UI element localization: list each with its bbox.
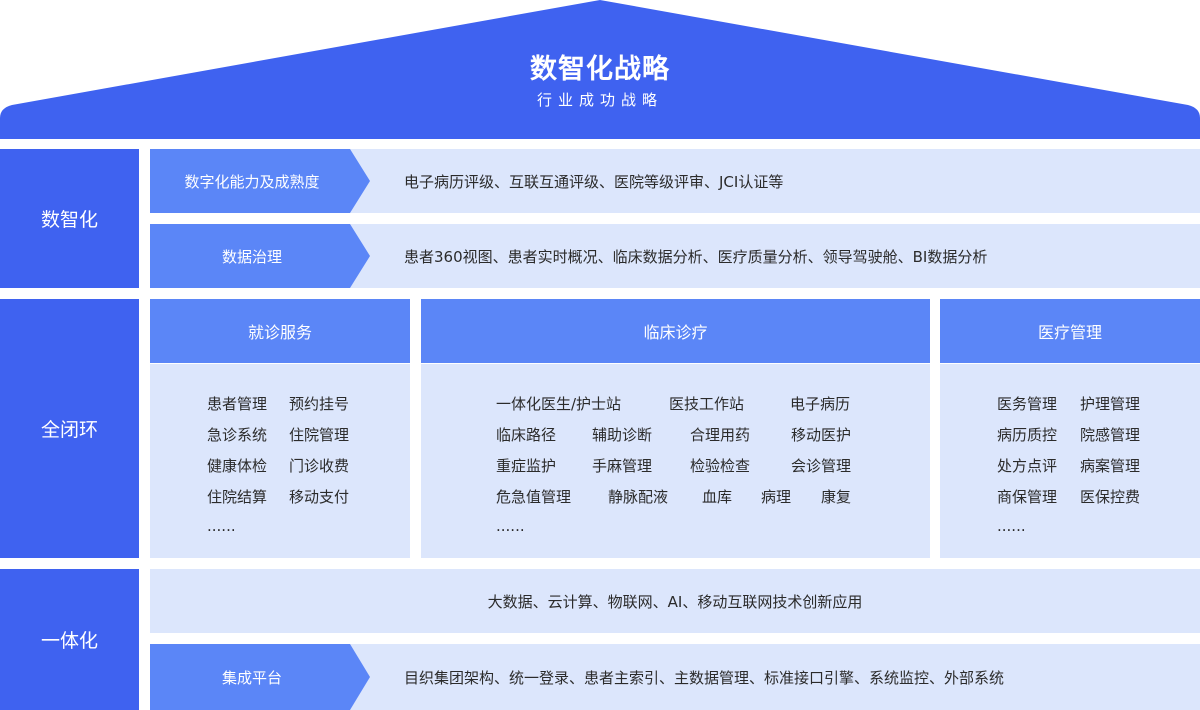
- column-header-medical-management: 医疗管理: [940, 299, 1200, 363]
- row-label-closed-loop: 全闭环: [0, 299, 139, 558]
- list-item-more: ......: [496, 517, 525, 535]
- list-item: 重症监护: [496, 457, 557, 475]
- strategy-subtitle: 行业成功战略: [536, 91, 663, 109]
- list-item: 静脉配液: [608, 488, 669, 506]
- list-item: 病历质控: [997, 426, 1058, 444]
- list-item: 住院结算: [207, 488, 268, 506]
- row-label-digital: 数智化: [0, 149, 139, 288]
- governance-text: 患者360视图、患者实时概况、临床数据分析、医疗质量分析、领导驾驶舱、BI数据分…: [404, 247, 988, 266]
- list-item: 医务管理: [997, 395, 1058, 413]
- list-item: 医技工作站: [669, 395, 745, 413]
- list-item: 院感管理: [1080, 426, 1141, 444]
- column-header-clinical: 临床诊疗: [421, 299, 930, 363]
- list-item: 手麻管理: [592, 457, 653, 475]
- maturity-text: 电子病历评级、互联互通评级、医院等级评审、JCI认证等: [404, 172, 784, 191]
- tech-text: 大数据、云计算、物联网、AI、移动互联网技术创新应用: [487, 592, 863, 611]
- list-item: 病案管理: [1080, 457, 1141, 475]
- row-label-integrated: 一体化: [0, 569, 139, 710]
- strategy-title: 数智化战略: [530, 54, 670, 85]
- governance-tag: 数据治理: [150, 224, 370, 288]
- list-item: 急诊系统: [207, 426, 268, 444]
- list-item: 辅助诊断: [592, 426, 653, 444]
- platform-text: 目织集团架构、统一登录、患者主索引、主数据管理、标准接口引擎、系统监控、外部系统: [404, 668, 1005, 687]
- maturity-tag: 数字化能力及成熟度: [150, 149, 370, 213]
- list-item: 检验检查: [690, 457, 751, 475]
- list-item: 医保控费: [1080, 488, 1141, 506]
- list-item: 住院管理: [289, 426, 350, 444]
- list-item: 一体化医生/护士站: [496, 395, 622, 413]
- column-body-medical-management: 医务管理 护理管理 病历质控 院感管理 处方点评 病案管理 商保管理 医保控费 …: [940, 364, 1200, 558]
- list-item: 临床路径: [496, 426, 557, 444]
- list-item: 患者管理: [207, 395, 268, 413]
- list-item: 预约挂号: [289, 395, 350, 413]
- list-item: 危急值管理: [496, 488, 572, 506]
- list-item: 合理用药: [690, 426, 751, 444]
- list-item: 康复: [821, 488, 852, 506]
- list-item: 商保管理: [997, 488, 1058, 506]
- list-item: 会诊管理: [791, 457, 852, 475]
- list-item: 移动医护: [791, 426, 852, 444]
- list-item: 病理: [761, 488, 792, 506]
- list-item: 移动支付: [289, 488, 350, 506]
- column-body-visit-services: 患者管理 预约挂号 急诊系统 住院管理 健康体检 门诊收费 住院结算 移动支付 …: [150, 364, 410, 558]
- column-body-clinical: 一体化医生/护士站 医技工作站 电子病历 临床路径 辅助诊断 合理用药 移动医护…: [421, 364, 930, 558]
- list-item: 门诊收费: [289, 457, 350, 475]
- platform-tag: 集成平台: [150, 644, 370, 710]
- list-item: 电子病历: [790, 395, 851, 413]
- column-header-visit-services: 就诊服务: [150, 299, 410, 363]
- list-item-more: ......: [207, 517, 236, 535]
- roof-shape: [0, 0, 1200, 139]
- list-item: 健康体检: [207, 457, 268, 475]
- list-item: 血库: [702, 488, 733, 506]
- list-item-more: ......: [997, 517, 1026, 535]
- list-item: 护理管理: [1080, 395, 1141, 413]
- tech-band: 大数据、云计算、物联网、AI、移动互联网技术创新应用: [150, 569, 1200, 633]
- list-item: 处方点评: [997, 457, 1058, 475]
